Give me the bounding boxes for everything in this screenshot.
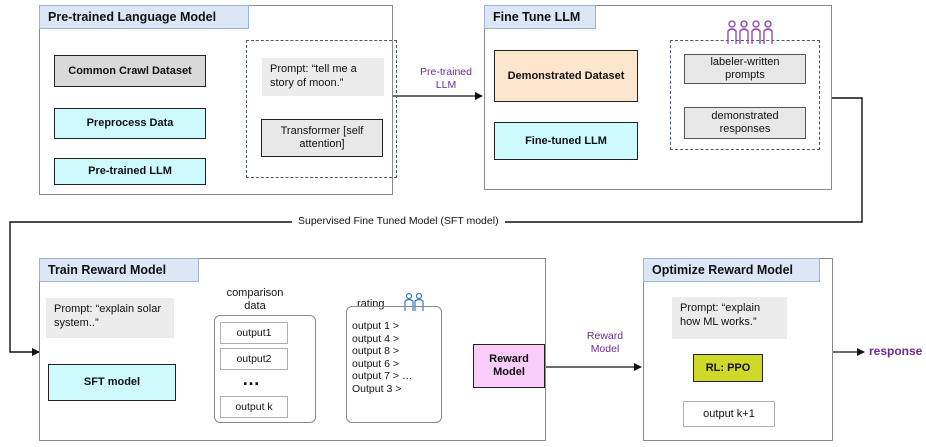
demonstrated-dataset-box: Demonstrated Dataset — [494, 50, 638, 102]
pretrained-llm-box: Pre-trained LLM — [54, 158, 206, 185]
labeler-prompts-box: labeler-written prompts — [684, 54, 806, 84]
people-group-icon — [725, 18, 773, 46]
reward-panel — [39, 258, 546, 441]
optimize-panel-title: Optimize Reward Model — [643, 258, 820, 282]
finetune-panel-title: Fine Tune LLM — [484, 5, 596, 29]
rl-ppo-box: RL: PPO — [693, 354, 763, 382]
pretrain-panel-title: Pre-trained Language Model — [39, 5, 249, 29]
finetuned-llm-box: Fine-tuned LLM — [494, 122, 638, 160]
pretrain-prompt: Prompt: “tell me a story of moon.” — [262, 58, 384, 96]
output-k1-box: output k+1 — [683, 401, 775, 427]
sft-model-box: SFT model — [48, 364, 176, 401]
flow-label-pretrained-llm: Pre-trained LLM — [420, 66, 472, 91]
rating-label: rating — [357, 298, 385, 310]
people-pair-icon — [403, 292, 425, 312]
comparison-data-bracket — [214, 315, 316, 423]
comparison-ellipsis: … — [242, 369, 260, 389]
flow-label-reward-model: Reward Model — [586, 330, 624, 355]
rating-list: output 1 > output 4 > output 8 > output … — [352, 320, 442, 396]
rating-item: output 1 > — [352, 320, 399, 332]
rating-bracket — [346, 306, 442, 423]
preprocess-data-box: Preprocess Data — [54, 108, 206, 139]
reward-prompt: Prompt: “explain solar system..” — [46, 298, 174, 338]
rating-item: output 7 > … — [352, 370, 413, 383]
pretrain-panel — [39, 5, 393, 195]
reward-panel-title: Train Reward Model — [39, 258, 199, 282]
response-label: response — [869, 344, 923, 358]
rating-item: output 8 > — [352, 345, 399, 358]
comparison-output-2: output2 — [220, 348, 288, 370]
rating-item: output 6 > — [352, 357, 399, 370]
transformer-callout — [246, 40, 397, 178]
optimize-prompt: Prompt: “explain how ML works.” — [672, 297, 787, 339]
flow-label-sft-model: Supervised Fine Tuned Model (SFT model) — [292, 215, 505, 227]
comparison-output-1: output1 — [220, 322, 288, 344]
rating-item: output 4 > — [352, 332, 399, 345]
demonstrated-responses-box: demonstrated responses — [684, 107, 806, 139]
rating-item: Output 3 > — [352, 382, 402, 395]
labeler-callout — [670, 40, 820, 150]
common-crawl-dataset-box: Common Crawl Dataset — [54, 55, 206, 87]
comparison-output-k: output k — [220, 396, 288, 418]
reward-model-box: Reward Model — [473, 344, 545, 388]
comparison-data-label: comparison data — [226, 287, 284, 312]
transformer-box: Transformer [self attention] — [261, 119, 383, 157]
